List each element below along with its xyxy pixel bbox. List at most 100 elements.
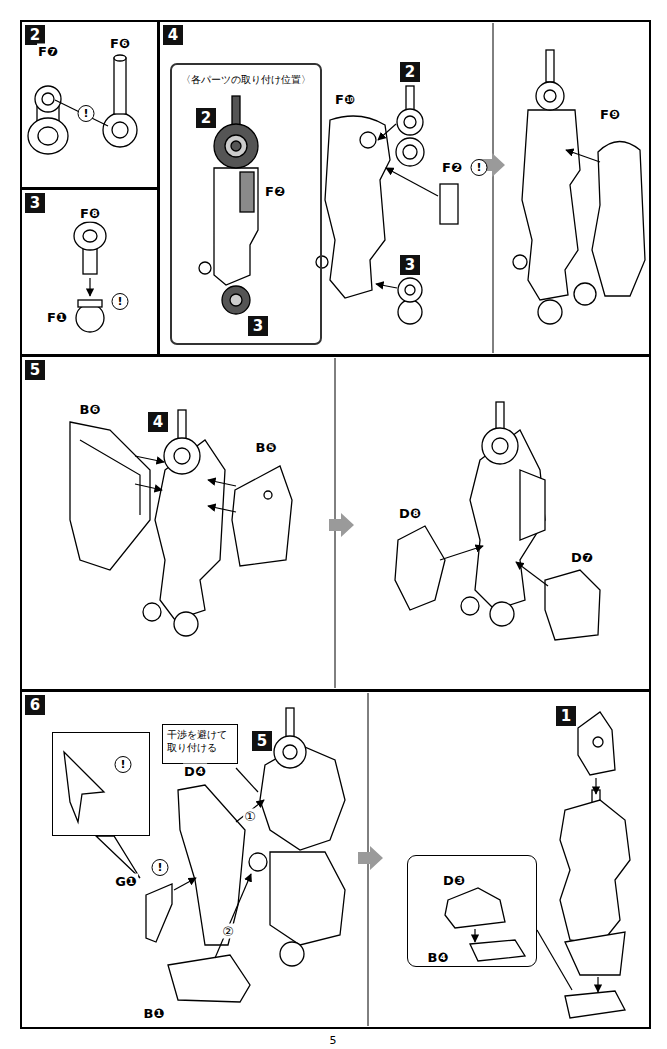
part-d4 bbox=[178, 785, 245, 945]
position-guide bbox=[232, 96, 240, 126]
part-f7 bbox=[38, 127, 58, 145]
text-holder: B❺ bbox=[255, 437, 278, 456]
position-inset: 〈各パーツの取り付け位置〉 bbox=[170, 63, 322, 345]
assembled-part bbox=[174, 448, 190, 464]
text-holder: B❶ bbox=[143, 1003, 166, 1022]
part-3 bbox=[405, 285, 415, 295]
assembly-arrow bbox=[474, 929, 475, 942]
part-label: F❾ bbox=[599, 107, 621, 123]
part-f2 bbox=[440, 184, 458, 224]
part-g1-closeup bbox=[64, 752, 104, 822]
part-f9 bbox=[574, 141, 645, 305]
part-b6 bbox=[70, 422, 150, 570]
position-guide bbox=[231, 141, 241, 151]
assembled-part bbox=[461, 597, 479, 615]
text-holder: B❹ bbox=[427, 947, 450, 966]
step-number: 4 bbox=[148, 412, 168, 432]
text-holder: 2 bbox=[400, 62, 420, 82]
part-f6 bbox=[103, 55, 137, 147]
part-d7 bbox=[545, 570, 600, 640]
part-d7 bbox=[545, 570, 600, 640]
step-number: 3 bbox=[248, 316, 268, 336]
part-b5 bbox=[264, 491, 272, 499]
step-number: 2 bbox=[25, 25, 45, 45]
assembly-arrow bbox=[135, 456, 164, 462]
part-label: F❽ bbox=[79, 206, 101, 222]
text-holder: F❶ bbox=[46, 307, 68, 326]
callout-box: 干渉を避けて取り付ける bbox=[162, 724, 238, 764]
next-arrow bbox=[329, 513, 354, 537]
part-b5 bbox=[232, 466, 292, 566]
part-2 bbox=[406, 86, 414, 112]
assembly-arrow bbox=[378, 124, 396, 140]
leader-line bbox=[236, 768, 258, 792]
part-b5 bbox=[232, 466, 292, 566]
note: 干渉を避けて取り付ける bbox=[167, 728, 233, 754]
part-b4 bbox=[470, 940, 525, 961]
part-d3 bbox=[445, 888, 505, 928]
assembled-part bbox=[164, 438, 200, 474]
part-1 bbox=[593, 737, 603, 747]
part-b1 bbox=[168, 955, 250, 1002]
part-f6 bbox=[114, 58, 126, 114]
text-holder: ! bbox=[112, 290, 129, 310]
part-label: F❼ bbox=[37, 44, 59, 60]
heading: 〈各パーツの取り付け位置〉 bbox=[181, 73, 311, 86]
part-2 bbox=[403, 145, 417, 159]
text-holder: 1 bbox=[556, 706, 576, 726]
part-f10 bbox=[316, 256, 328, 268]
assembled-part bbox=[513, 50, 580, 324]
part-d8 bbox=[395, 526, 445, 610]
part-1 bbox=[578, 712, 615, 775]
text-holder: ! bbox=[471, 156, 488, 176]
text-holder: 3 bbox=[25, 193, 45, 213]
separator-line bbox=[493, 23, 494, 353]
assembly-arrow bbox=[208, 480, 236, 486]
callout-tail bbox=[96, 836, 140, 878]
step-number: 6 bbox=[25, 695, 45, 715]
part-label: D❽ bbox=[398, 506, 422, 522]
part-b6 bbox=[70, 422, 150, 570]
part-label: F❷ bbox=[441, 160, 463, 176]
part-2 bbox=[396, 86, 424, 166]
part-f6 bbox=[103, 113, 137, 147]
part-d8 bbox=[395, 526, 445, 610]
text-holder: F❼ bbox=[37, 41, 59, 60]
insert-arrow bbox=[89, 278, 90, 296]
text-holder: 4 bbox=[148, 412, 168, 432]
warning-mark: ! bbox=[152, 859, 169, 876]
assembled-part bbox=[143, 603, 161, 621]
assembly-arrow bbox=[174, 800, 264, 958]
next-arrow bbox=[358, 846, 383, 870]
position-guide bbox=[199, 96, 258, 314]
assembled-part bbox=[249, 853, 267, 871]
assembly-arrow bbox=[215, 874, 251, 958]
part-d3 bbox=[445, 888, 505, 928]
step-number: 1 bbox=[556, 706, 576, 726]
part-label: D❼ bbox=[570, 550, 594, 566]
assembled-part bbox=[274, 736, 306, 768]
assembled-part bbox=[286, 708, 294, 738]
warning-mark: ! bbox=[115, 756, 132, 773]
assembled-part bbox=[565, 932, 625, 975]
text-holder: ! bbox=[78, 102, 95, 122]
order-number: ② bbox=[221, 924, 235, 939]
text-holder: 4 bbox=[163, 25, 183, 45]
part-label: F❻ bbox=[109, 36, 131, 52]
part-g1-closeup bbox=[64, 752, 104, 822]
text-holder: ! bbox=[115, 753, 132, 773]
text-holder: D❸ bbox=[442, 870, 466, 889]
assembly-arrow bbox=[376, 124, 438, 288]
part-f8 bbox=[74, 222, 106, 250]
part-f1 bbox=[78, 300, 102, 307]
part-label: F❿ bbox=[334, 92, 356, 108]
assembly-arrow bbox=[566, 150, 600, 162]
part-2 bbox=[396, 138, 424, 166]
next-arrow bbox=[329, 513, 354, 537]
part-f9 bbox=[592, 141, 645, 296]
part-f7 bbox=[28, 86, 68, 154]
part-2 bbox=[397, 109, 423, 135]
assembled-part bbox=[560, 790, 630, 1018]
step-number: 2 bbox=[400, 62, 420, 82]
